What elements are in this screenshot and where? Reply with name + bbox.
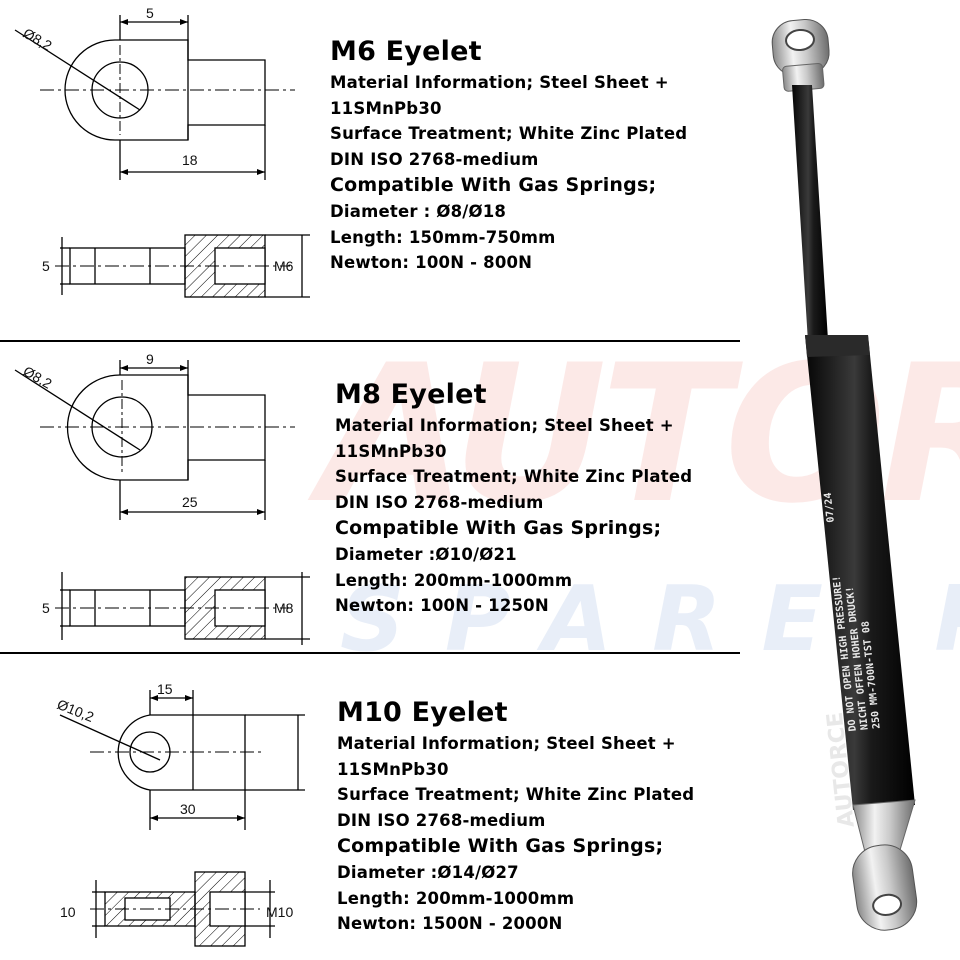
gas-spring-image: DO NOT OPEN HIGH PRESSURE! NICHT OFFEN H… xyxy=(771,18,918,931)
m8-eyelet-side-view: 5 M8 xyxy=(0,560,310,660)
piston-rod xyxy=(792,85,828,342)
m10-dim-bottom: 30 xyxy=(180,801,196,817)
m10-dim-top: 15 xyxy=(157,681,173,697)
bottom-eyelet xyxy=(852,844,918,931)
m6-dim-hole: Ø8,2 xyxy=(21,25,55,54)
m8-eyelet-top-view: 9 25 Ø8,2 xyxy=(0,350,310,520)
m10-dim-hole: Ø10,2 xyxy=(55,696,97,725)
m6-diameter: Diameter : Ø8/Ø18 xyxy=(330,202,507,221)
m10-surface: Surface Treatment; White Zinc Plated xyxy=(337,785,695,804)
section-divider-2 xyxy=(0,652,740,654)
m10-spec-block: M10 Eyelet Material Information; Steel S… xyxy=(337,695,694,937)
m10-compat: Compatible With Gas Springs; xyxy=(337,835,664,857)
m8-diameter: Diameter :Ø10/Ø21 xyxy=(335,545,517,564)
m6-newton: Newton: 100N - 800N xyxy=(330,253,533,272)
m6-eyelet-side-view: 5 M6 xyxy=(0,215,310,315)
m10-diameter: Diameter :Ø14/Ø27 xyxy=(337,863,519,882)
m8-compat: Compatible With Gas Springs; xyxy=(335,517,662,539)
m6-material: Material Information; Steel Sheet + xyxy=(330,73,669,92)
m6-din: DIN ISO 2768-medium xyxy=(330,149,539,169)
m8-length: Length: 200mm-1000mm xyxy=(335,570,573,590)
m6-dim-side-left: 5 xyxy=(42,258,50,274)
m10-length: Length: 200mm-1000mm xyxy=(337,888,575,908)
cylinder-body xyxy=(805,335,915,810)
m10-title: M10 Eyelet xyxy=(337,697,508,728)
spring-date: 07/24 xyxy=(823,492,837,523)
m8-dim-thread: M8 xyxy=(274,600,294,616)
m8-newton: Newton: 100N - 1250N xyxy=(335,596,549,615)
m6-length: Length: 150mm-750mm xyxy=(330,227,556,247)
m6-title: M6 Eyelet xyxy=(330,36,482,67)
m8-material-2: 11SMnPb30 xyxy=(335,441,447,461)
m6-surface: Surface Treatment; White Zinc Plated xyxy=(330,124,688,143)
m8-dim-bottom: 25 xyxy=(182,494,198,510)
m8-dim-top: 9 xyxy=(146,351,154,367)
m8-surface: Surface Treatment; White Zinc Plated xyxy=(335,467,693,486)
m8-material: Material Information; Steel Sheet + xyxy=(335,416,674,435)
m6-compat: Compatible With Gas Springs; xyxy=(330,174,657,196)
m10-material-2: 11SMnPb30 xyxy=(337,759,449,779)
m10-material: Material Information; Steel Sheet + xyxy=(337,734,676,753)
m10-eyelet-side-view: 10 M10 xyxy=(0,862,310,957)
m10-dim-thread: M10 xyxy=(266,904,293,920)
m8-spec-block: M8 Eyelet Material Information; Steel Sh… xyxy=(335,377,692,619)
m6-material-2: 11SMnPb30 xyxy=(330,98,442,118)
m10-din: DIN ISO 2768-medium xyxy=(337,810,546,830)
m6-spec-block: M6 Eyelet Material Information; Steel Sh… xyxy=(330,34,687,276)
section-divider-1 xyxy=(0,340,740,342)
m6-dim-thread: M6 xyxy=(274,258,294,274)
m6-dim-top: 5 xyxy=(146,5,154,21)
m8-title: M8 Eyelet xyxy=(335,379,487,410)
m8-dim-hole: Ø8,2 xyxy=(21,363,55,392)
m10-dim-side-left: 10 xyxy=(60,904,76,920)
m10-eyelet-top-view: 15 30 Ø10,2 xyxy=(0,670,310,830)
m8-din: DIN ISO 2768-medium xyxy=(335,492,544,512)
m6-dim-bottom: 18 xyxy=(182,152,198,168)
m10-newton: Newton: 1500N - 2000N xyxy=(337,914,563,933)
m8-dim-side-left: 5 xyxy=(42,600,50,616)
m6-eyelet-top-view: 5 18 Ø8,2 xyxy=(0,0,310,180)
